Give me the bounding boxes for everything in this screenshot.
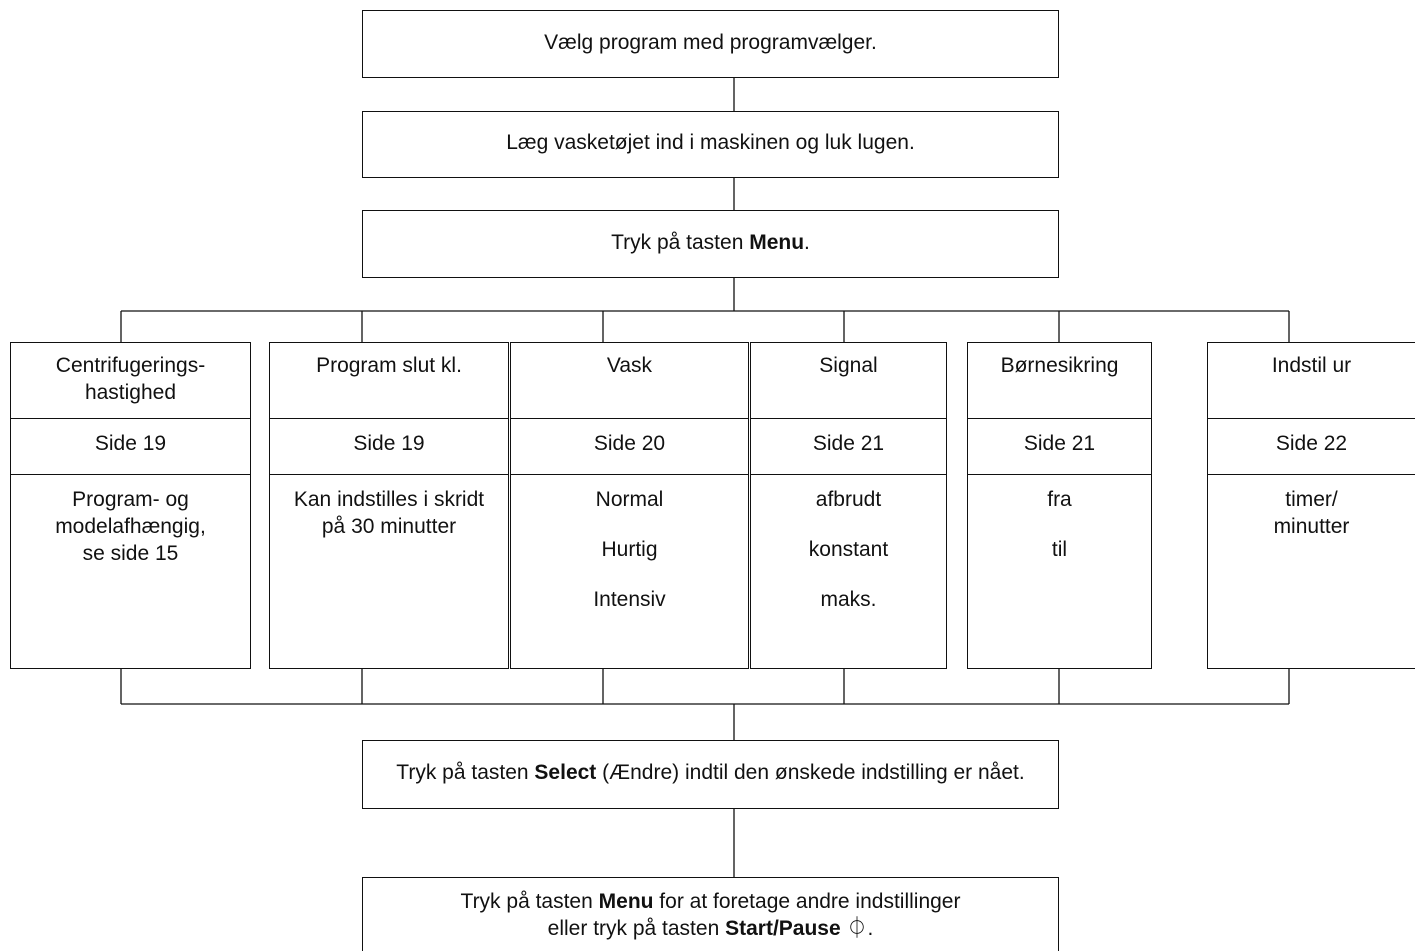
option-title: Indstil ur <box>1208 343 1415 419</box>
option-value: maks. <box>820 588 877 611</box>
option-title: Børnesikring <box>968 343 1151 419</box>
option-value: afbrudt <box>815 488 882 511</box>
option-title: Signal <box>751 343 946 419</box>
option-column-spin-speed: Centrifugerings-hastighed Side 19 Progra… <box>10 342 251 669</box>
option-page-ref: Side 19 <box>11 419 250 475</box>
option-title: Centrifugerings-hastighed <box>11 343 250 419</box>
step-select-program: Vælg program med programvælger. <box>362 10 1059 78</box>
menu-key-label: Menu <box>598 889 654 913</box>
option-title: Program slut kl. <box>270 343 508 419</box>
option-page-ref: Side 19 <box>270 419 508 475</box>
option-value: minutter <box>1273 515 1350 538</box>
option-values: timer/ minutter <box>1208 475 1415 540</box>
option-value: timer/ <box>1285 488 1338 511</box>
start-pause-key-label: Start/Pause <box>725 916 841 940</box>
select-key-label: Select <box>534 761 597 784</box>
step-press-menu: Tryk på tasten Menu. <box>362 210 1059 278</box>
option-value: Normal <box>595 488 664 511</box>
step-press-select-text: Tryk på tasten Select (Ændre) indtil den… <box>396 761 1025 784</box>
option-value: Intensiv <box>593 588 666 611</box>
option-values: Program- og modelafhængig, se side 15 <box>11 475 250 567</box>
option-page-ref: Side 21 <box>751 419 946 475</box>
step-load-laundry: Læg vasketøjet ind i maskinen og luk lug… <box>362 111 1059 178</box>
option-values: Normal Hurtig Intensiv <box>511 475 748 625</box>
option-values: afbrudt konstant maks. <box>751 475 946 625</box>
option-page-ref: Side 20 <box>511 419 748 475</box>
option-value: modelafhængig, <box>55 515 206 538</box>
option-column-wash: Vask Side 20 Normal Hurtig Intensiv <box>510 342 749 669</box>
option-value: på 30 minutter <box>321 515 457 538</box>
option-page-ref: Side 21 <box>968 419 1151 475</box>
option-value: til <box>1051 538 1068 561</box>
option-title: Vask <box>511 343 748 419</box>
option-value: Kan indstilles i skridt <box>293 488 485 511</box>
option-value: Program- og <box>72 488 189 511</box>
menu-key-label: Menu <box>749 230 805 254</box>
option-values: Kan indstilles i skridt på 30 minutter <box>270 475 508 540</box>
step-press-select: Tryk på tasten Select (Ændre) indtil den… <box>362 740 1059 809</box>
option-value: fra <box>1047 488 1072 511</box>
option-column-signal: Signal Side 21 afbrudt konstant maks. <box>750 342 947 669</box>
option-column-end-time: Program slut kl. Side 19 Kan indstilles … <box>269 342 509 669</box>
option-value: Hurtig <box>601 538 658 561</box>
option-value: se side 15 <box>82 542 179 565</box>
step-load-laundry-text: Læg vasketøjet ind i maskinen og luk lug… <box>506 131 915 154</box>
step-press-menu-or-start: Tryk på tasten Menu for at foretage andr… <box>362 877 1059 951</box>
step-final-line-1: Tryk på tasten Menu for at foretage andr… <box>460 889 961 913</box>
option-values: fra til <box>968 475 1151 575</box>
step-press-menu-text: Tryk på tasten Menu. <box>611 230 810 254</box>
option-column-clock: Indstil ur Side 22 timer/ minutter <box>1207 342 1415 669</box>
step-select-program-text: Vælg program med programvælger. <box>544 30 877 54</box>
option-value: konstant <box>808 538 889 561</box>
option-column-child-lock: Børnesikring Side 21 fra til <box>967 342 1152 669</box>
option-page-ref: Side 22 <box>1208 419 1415 475</box>
step-final-line-2: eller tryk på tasten Start/Pause ⏀. <box>547 916 874 940</box>
